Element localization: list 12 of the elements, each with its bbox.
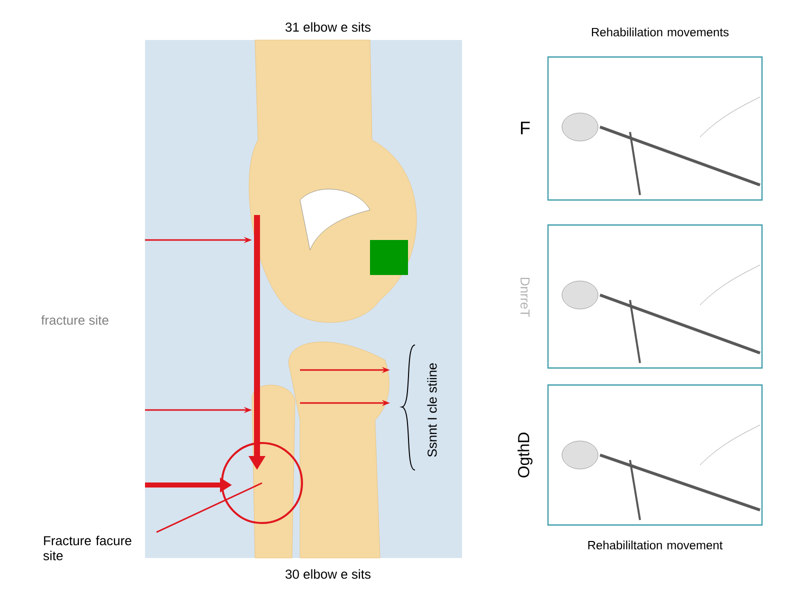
title: 31 elbow e sits [286,22,371,32]
caption: 30 elbow e sits [286,569,371,579]
leader-line [156,482,262,533]
side-label: OgthD [518,432,532,478]
side-label: fracture site [41,315,108,325]
side-label: F [520,122,530,134]
fracture-circle [221,442,303,524]
brace-label: Ssnnt I cle stiine [427,363,437,457]
leader-text: Fracture facure site [43,536,132,560]
side-label: DnrreT [520,278,530,317]
panel-caption: Rehabililtation movement [588,540,723,550]
panel-heading: Rehabililation movements [592,28,729,36]
